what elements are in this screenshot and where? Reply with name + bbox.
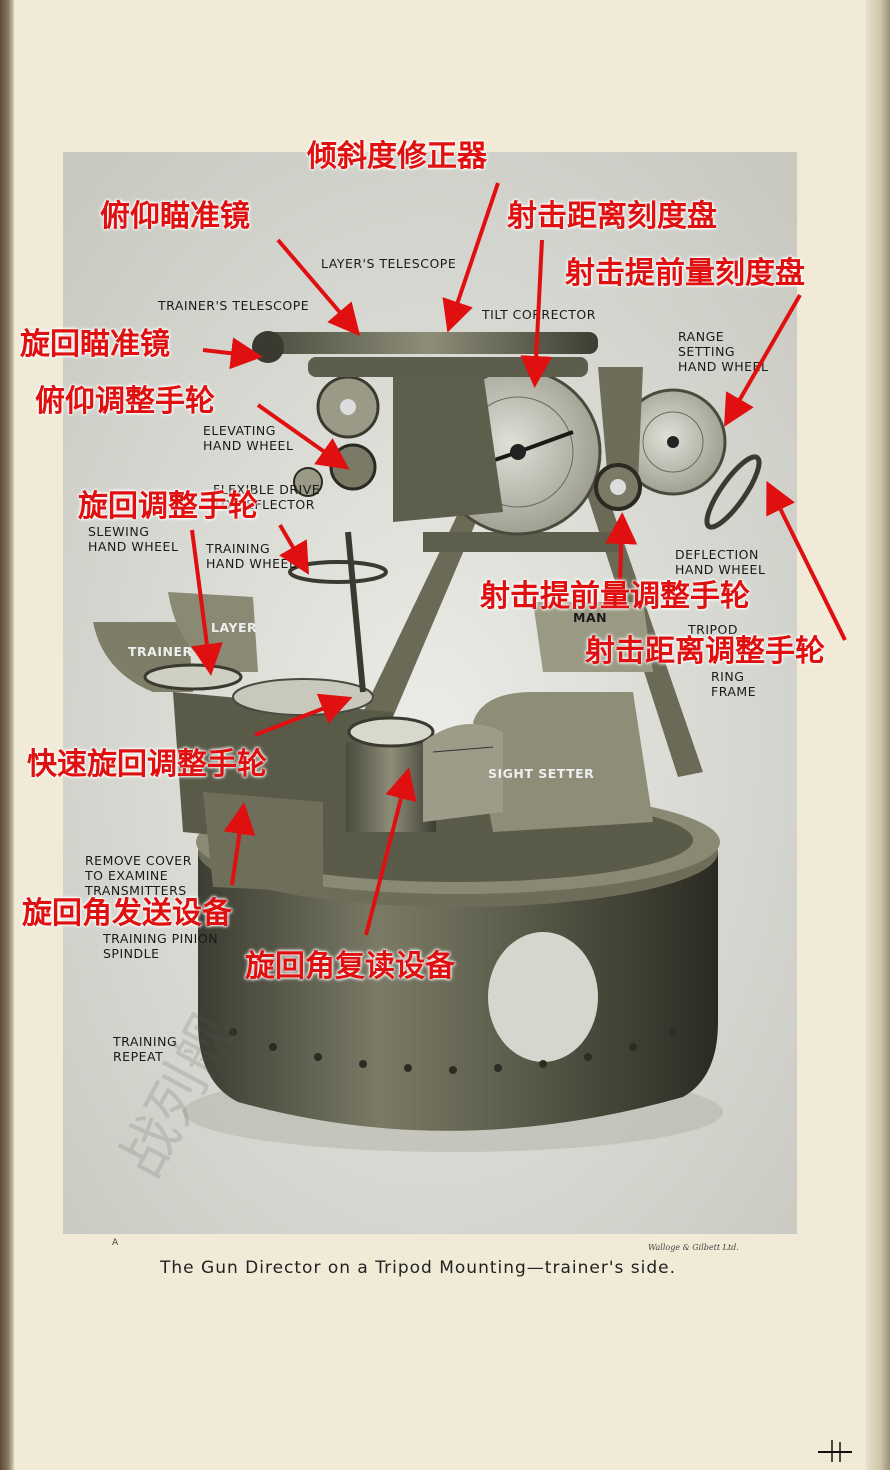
label-ring-frame: RING FRAME <box>711 669 757 699</box>
label-tilt-corrector: TILT CORRECTOR <box>482 307 596 322</box>
printer-credit: Walloge & Gilbett Ltd. <box>648 1243 739 1252</box>
annotation-layer-telescope: 俯仰瞄准镜 <box>100 199 250 234</box>
annotation-receiver: 旋回角复读设备 <box>245 949 455 984</box>
gun-director-illustration <box>63 152 797 1234</box>
label-remove-cover: REMOVE COVER TO EXAMINE TRANSMITTERS <box>85 853 192 898</box>
label-trainer-seat: TRAINER <box>128 644 193 659</box>
annotation-range-wheel: 射击距离调整手轮 <box>585 634 825 669</box>
annotation-slewing-wheel: 快速旋回调整手轮 <box>27 747 267 782</box>
label-elevating-hand-wheel: ELEVATING HAND WHEEL <box>203 423 294 453</box>
page-binding-edge <box>0 0 14 1470</box>
page-corner-mark <box>818 1440 852 1462</box>
label-tripod: TRIPOD <box>688 622 739 637</box>
label-training-pinion-spindle: TRAINING PINION SPINDLE <box>103 931 219 961</box>
plate-letter: A <box>112 1238 119 1248</box>
label-flexible-drive: FLEXIBLE DRIVE TO DEFLECTOR <box>213 482 321 512</box>
label-man-seat: MAN <box>573 610 608 625</box>
label-training-hand-wheels: TRAINING HAND WHEELS <box>206 541 305 571</box>
annotation-range-dial: 射击距离刻度盘 <box>507 199 717 234</box>
label-trainers-telescope: TRAINER'S TELESCOPE <box>158 298 310 313</box>
annotation-trainer-telescope: 旋回瞄准镜 <box>20 327 170 362</box>
annotation-tilt-corrector: 倾斜度修正器 <box>307 139 487 174</box>
label-slewing-hand-wheel: SLEWING HAND WHEEL <box>88 524 179 554</box>
label-range-setting-hand-wheel: RANGE SETTING HAND WHEEL <box>678 329 769 374</box>
annotation-training-wheel: 旋回调整手轮 <box>78 489 258 524</box>
annotation-transmitter: 旋回角发送设备 <box>22 896 232 931</box>
photo-plate: LAYER'S TELESCOPE TRAINER'S TELESCOPE TI… <box>63 152 797 1234</box>
figure-caption: The Gun Director on a Tripod Mounting—tr… <box>160 1258 676 1278</box>
annotation-elevating-wheel: 俯仰调整手轮 <box>35 384 215 419</box>
label-deflection-hand-wheel: DEFLECTION HAND WHEEL <box>675 547 766 577</box>
label-layers-telescope: LAYER'S TELESCOPE <box>321 256 457 271</box>
page-outer-edge <box>866 0 890 1470</box>
annotation-deflection-dial: 射击提前量刻度盘 <box>565 256 805 291</box>
annotation-deflection-wheel: 射击提前量调整手轮 <box>480 579 750 614</box>
label-sight-setter: SIGHT SETTER <box>488 766 595 781</box>
label-layer-seat: LAYER <box>211 620 258 635</box>
label-training-repeat: TRAINING REPEAT <box>113 1034 178 1064</box>
